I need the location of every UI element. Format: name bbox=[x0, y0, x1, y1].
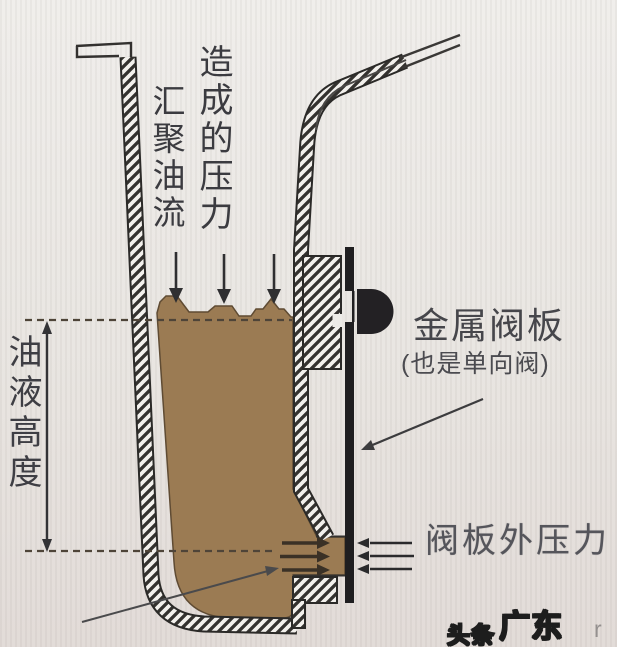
flange-notch bbox=[332, 314, 342, 327]
valve-seat-flange bbox=[302, 255, 342, 370]
leader-arrow-outlet bbox=[81, 566, 279, 623]
cover-edge-lines bbox=[398, 33, 461, 70]
valve-plate-bar bbox=[345, 247, 355, 603]
oil-height-arrow bbox=[42, 321, 52, 552]
container-wall bbox=[119, 56, 298, 635]
watermark-suffix: r君 bbox=[594, 615, 602, 642]
cover-inner-line bbox=[315, 59, 407, 131]
label-metal-valve-plate: 金属阀板 bbox=[413, 305, 566, 346]
label-converging-oil-flow: 汇聚油流 bbox=[148, 84, 185, 232]
leader-arrow-valve bbox=[361, 397, 484, 450]
down-arrows bbox=[169, 252, 281, 304]
lower-seat-block bbox=[292, 576, 338, 604]
label-external-pressure: 阀板外压力 bbox=[425, 522, 610, 560]
label-resulting-pressure: 造成的压力 bbox=[194, 44, 232, 234]
watermark: 头条@ 广东龙网 r君 bbox=[446, 601, 617, 647]
seat-connector bbox=[291, 599, 306, 629]
label-one-way-valve-note: (也是单向阀) bbox=[401, 350, 550, 378]
rivet-head bbox=[357, 289, 394, 334]
watermark-name: 广东龙网 bbox=[498, 608, 564, 645]
external-pressure-arrows bbox=[357, 538, 414, 574]
top-lip bbox=[75, 41, 133, 59]
cover-wall bbox=[293, 53, 409, 542]
label-oil-height: 油液高度 bbox=[3, 334, 41, 494]
watermark-prefix: 头条@ bbox=[446, 621, 495, 647]
channel-flow-arrows bbox=[280, 537, 330, 576]
